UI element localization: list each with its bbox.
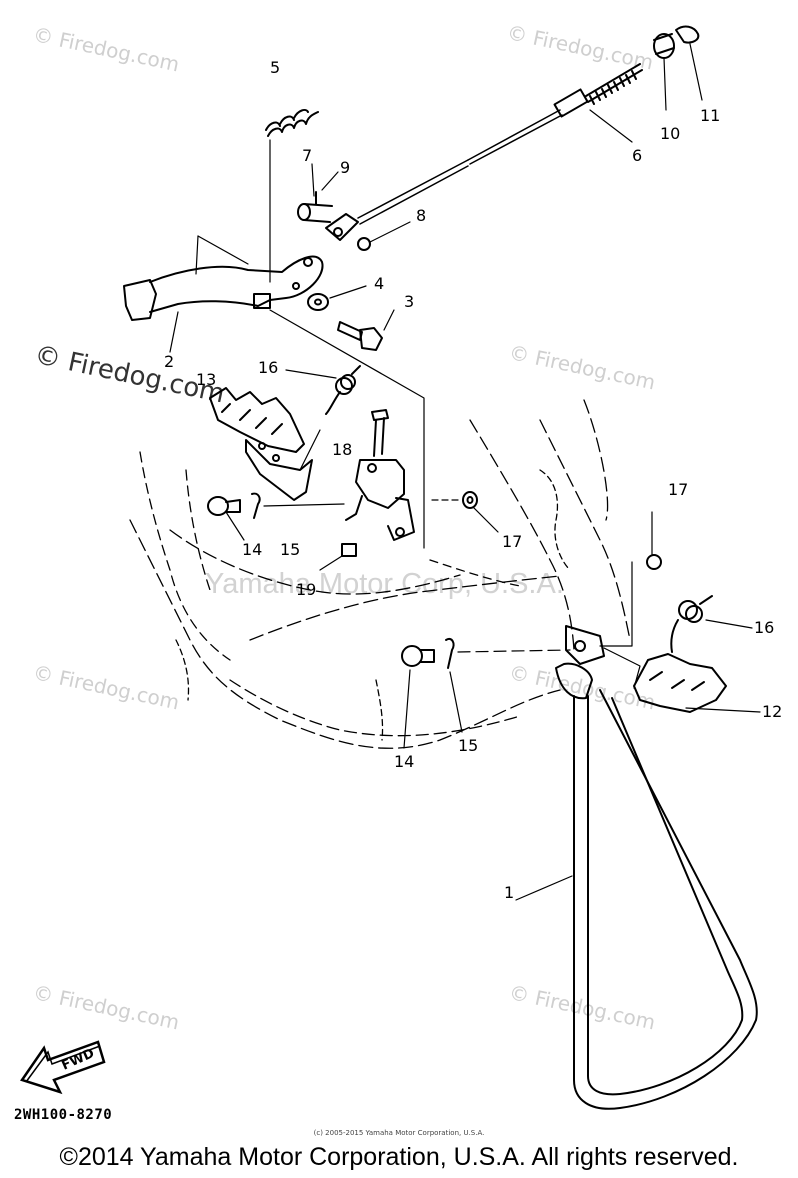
callout-17: 17: [502, 532, 523, 551]
callout-15: 15: [280, 540, 301, 559]
callout-4: 4: [374, 274, 385, 293]
washer-bolt: [269, 285, 425, 549]
footer-copyright: ©2014 Yamaha Motor Corporation, U.S.A. A…: [59, 1143, 739, 1171]
callout-13: 13: [196, 370, 217, 389]
callout-3: 3: [404, 292, 415, 311]
footrest-12: [603, 647, 761, 713]
frame-outline: [129, 399, 631, 749]
callout-11: 11: [700, 106, 721, 125]
pin-cotter-left: [207, 492, 345, 519]
callout-19: 19: [296, 580, 317, 599]
spring-16-lower: [670, 595, 753, 653]
clevis-pin: [297, 163, 411, 251]
callout-1: 1: [504, 883, 515, 902]
leader-lines: [225, 109, 653, 555]
pin-cotter-right: [401, 638, 571, 749]
footrest-13: [209, 387, 321, 501]
spring-5: [265, 109, 319, 283]
adjuster-10-11: [653, 25, 703, 111]
callout-6: 6: [632, 146, 643, 165]
bracket-bolt-18: [319, 409, 415, 571]
callout-12: 12: [762, 702, 783, 721]
brake-cable-6: [357, 63, 643, 225]
sidestand-1: [515, 625, 758, 1110]
spring-16-upper: [285, 365, 361, 415]
collar-17: [431, 491, 662, 647]
callout-10: 10: [660, 124, 681, 143]
callout-8: 8: [416, 206, 427, 225]
callout-16: 16: [258, 358, 279, 377]
callout-14: 14: [242, 540, 263, 559]
part-code: 2WH100-8270: [14, 1107, 113, 1123]
callout-17: 17: [668, 480, 689, 499]
fwd-arrow-icon: FWD: [20, 1040, 106, 1095]
brake-pedal-2: [123, 235, 324, 353]
callout-5: 5: [270, 58, 281, 77]
small-copyright: (c) 2005-2015 Yamaha Motor Corporation, …: [313, 1129, 485, 1137]
callout-2: 2: [164, 352, 175, 371]
center-watermark: Yamaha Motor Corp, U.S.A.: [205, 568, 564, 600]
callout-18: 18: [332, 440, 353, 459]
callout-9: 9: [340, 158, 351, 177]
callout-7: 7: [302, 146, 313, 165]
callout-15: 15: [458, 736, 479, 755]
callout-14: 14: [394, 752, 415, 771]
callout-16: 16: [754, 618, 775, 637]
